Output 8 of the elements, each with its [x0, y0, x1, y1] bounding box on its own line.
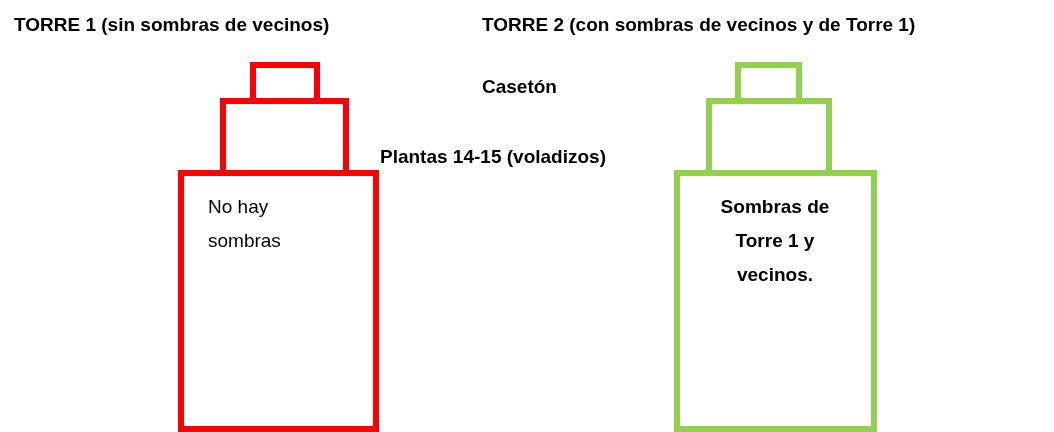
tower-heading: TORRE 2 (con sombras de vecinos y de Torre 1) — [482, 14, 916, 36]
tower-heading: TORRE 1 (sin sombras de vecinos) — [14, 14, 330, 36]
tower-body-box — [178, 170, 379, 432]
tower-note: No hay sombras — [208, 195, 282, 253]
part-label: Plantas 14-15 (voladizos) — [380, 146, 606, 168]
tower-body-box — [674, 170, 877, 432]
tower-note: Sombras de Torre 1 y vecinos. — [719, 195, 831, 287]
part-label: Casetón — [482, 76, 557, 98]
